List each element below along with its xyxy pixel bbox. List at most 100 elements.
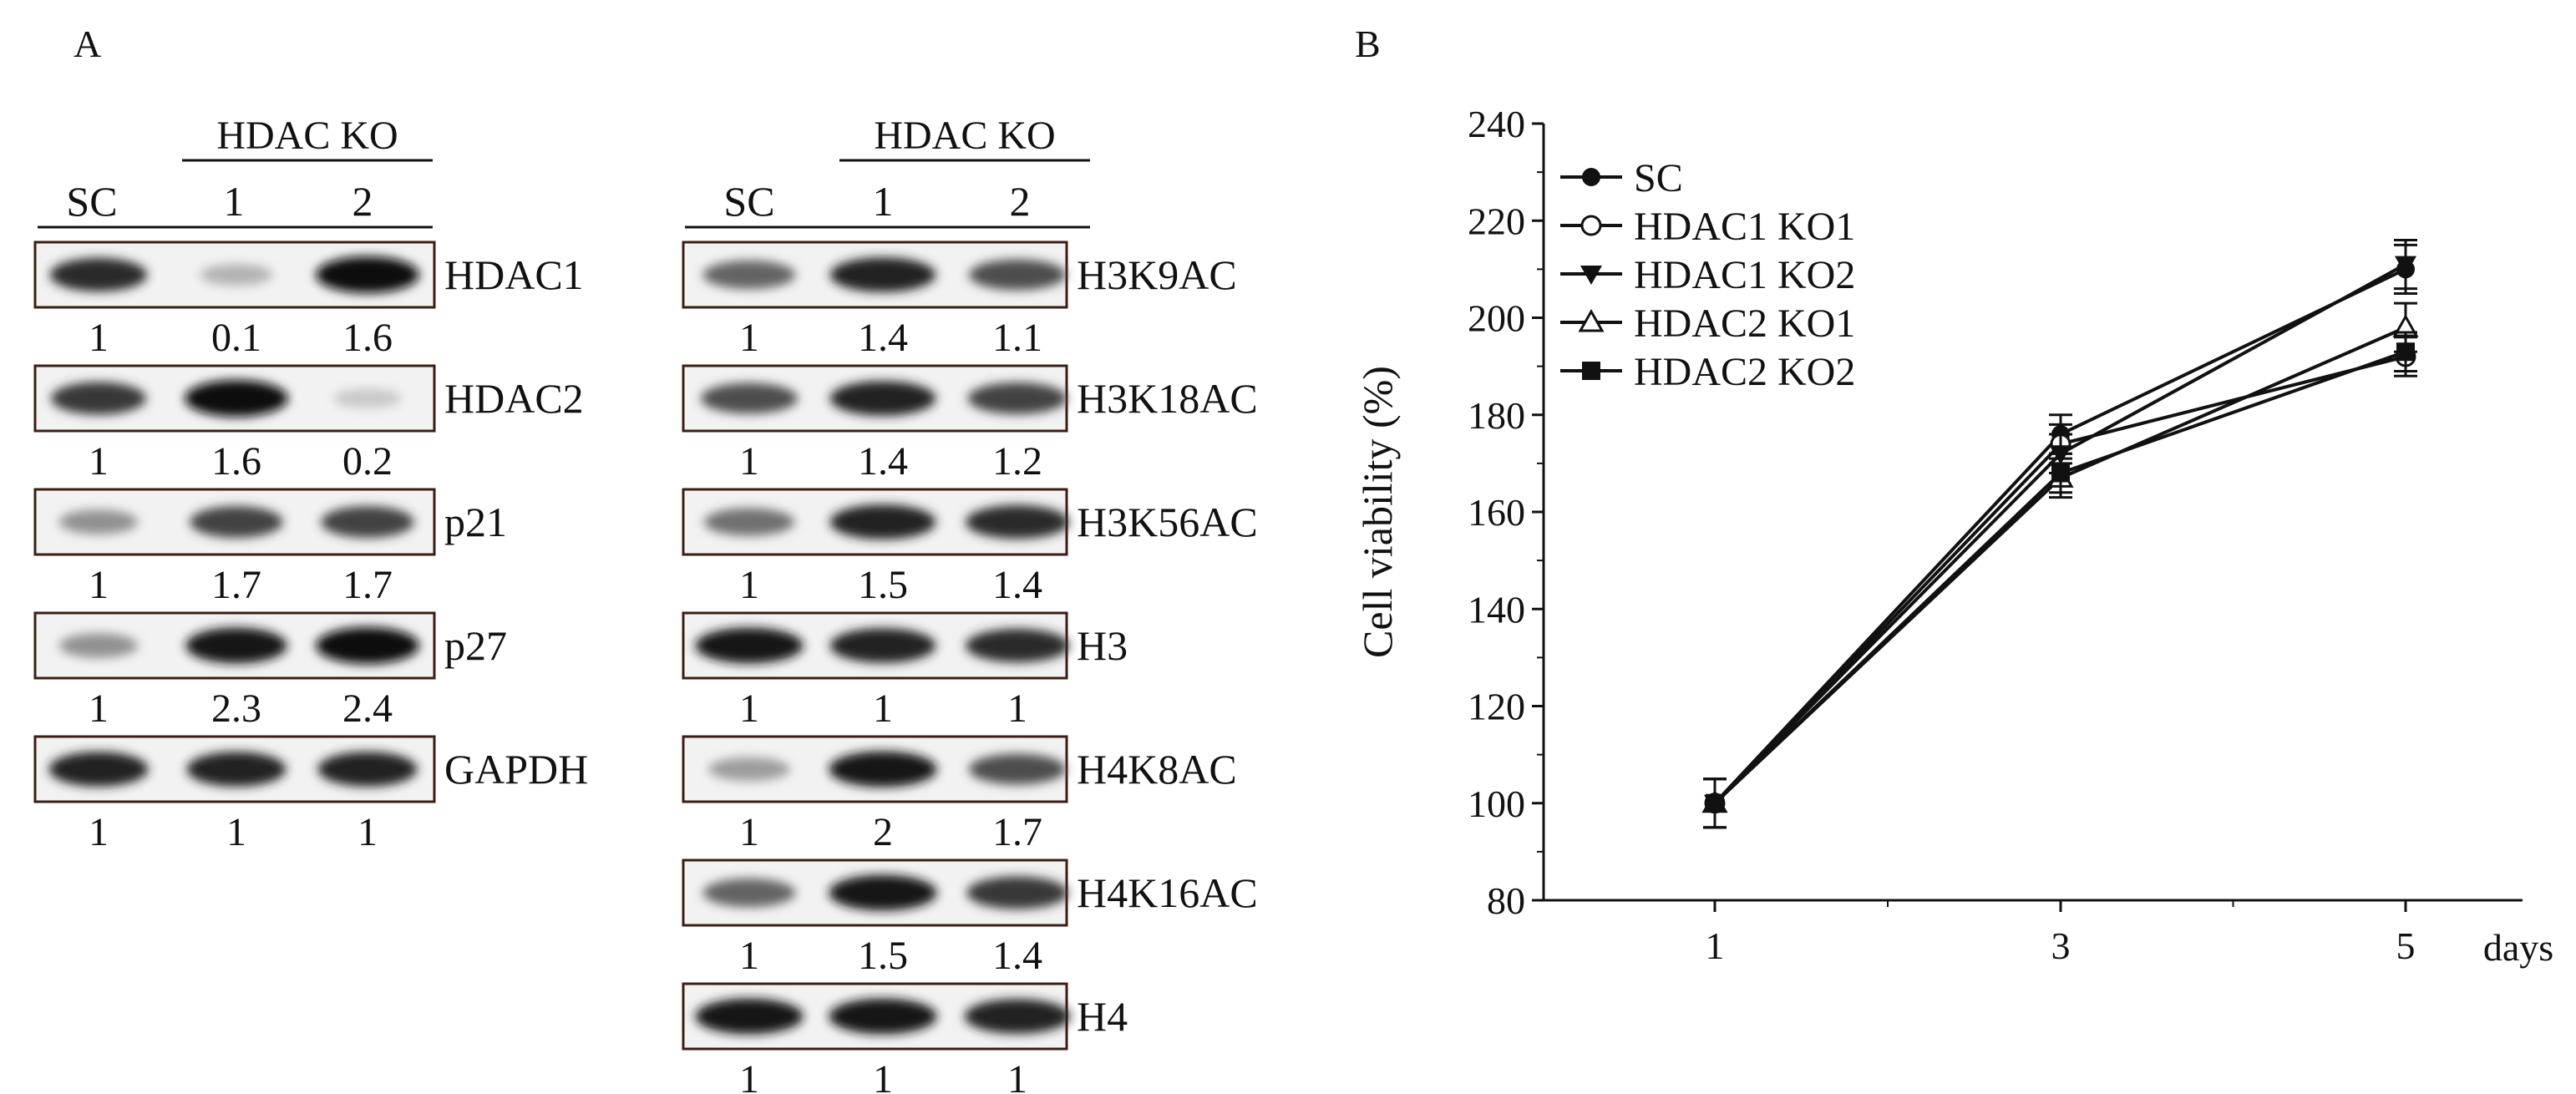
band-H3-lane-2	[829, 628, 936, 663]
y-tick-label-120: 120	[1468, 686, 1525, 728]
blot-label-GAPDH: GAPDH	[444, 746, 588, 793]
quant-H3K18AC-lane-2: 1.4	[858, 439, 908, 484]
x-axis-label: days	[2483, 926, 2553, 969]
quant-HDAC2-lane-2: 1.6	[211, 439, 261, 484]
panel-a-label: A	[74, 23, 101, 65]
band-H3K9AC-lane-2	[829, 257, 936, 292]
quant-GAPDH-lane-2: 1	[226, 810, 246, 854]
band-HDAC1-lane-3	[316, 256, 419, 293]
series-hdac1-ko1	[1703, 336, 2417, 829]
quant-H4-lane-1: 1	[739, 1057, 759, 1094]
quant-p21-lane-2: 1.7	[211, 563, 261, 607]
band-H3K18AC-lane-3	[967, 382, 1067, 414]
quant-p21-lane-3: 1.7	[342, 563, 393, 607]
data-point	[2051, 463, 2070, 483]
quant-H3K9AC-lane-3: 1.1	[992, 316, 1042, 360]
right-lane-2: 2	[1010, 178, 1031, 225]
band-H4-lane-3	[964, 999, 1071, 1034]
band-H4-lane-2	[829, 998, 937, 1035]
right-lane-1: 1	[873, 178, 894, 225]
quant-p21-lane-1: 1	[89, 563, 109, 607]
band-H4K16AC-lane-3	[966, 876, 1068, 909]
band-H3K9AC-lane-1	[702, 260, 796, 290]
legend-marker	[1578, 308, 1605, 332]
quant-H4K16AC-lane-1: 1	[739, 934, 759, 978]
quant-H4K8AC-lane-2: 2	[873, 810, 893, 854]
data-point	[2395, 256, 2416, 276]
band-H4K8AC-lane-3	[968, 753, 1067, 785]
quant-GAPDH-lane-3: 1	[357, 810, 378, 854]
x-tick-label-1: 1	[1706, 924, 1725, 967]
quant-p27-lane-1: 1	[89, 686, 109, 731]
right-group-label: HDAC KO	[874, 114, 1055, 158]
quant-HDAC2-lane-1: 1	[89, 439, 109, 484]
series-hdac2-ko2	[1703, 331, 2417, 829]
quant-HDAC1-lane-3: 1.6	[342, 316, 393, 360]
right-lane-sc: SC	[723, 178, 774, 225]
quant-H4K8AC-lane-3: 1.7	[992, 810, 1042, 854]
legend-marker	[1580, 215, 1602, 236]
blot-label-H3K56AC: H3K56AC	[1077, 499, 1258, 545]
quant-H4K16AC-lane-2: 1.5	[858, 934, 908, 978]
band-H3K56AC-lane-1	[703, 508, 795, 536]
left-lane-1: 1	[224, 178, 245, 225]
blot-label-HDAC2: HDAC2	[444, 375, 584, 422]
band-H4K16AC-lane-2	[829, 874, 937, 911]
band-p21-lane-1	[58, 509, 139, 534]
quant-HDAC1-lane-1: 1	[89, 316, 109, 360]
band-H3K9AC-lane-3	[968, 259, 1067, 291]
blot-label-H3: H3	[1077, 622, 1128, 669]
quant-H3-lane-1: 1	[739, 686, 759, 731]
blot-label-p27: p27	[444, 622, 507, 669]
x-tick-label-5: 5	[2396, 924, 2416, 967]
blot-label-H4K16AC: H4K16AC	[1077, 869, 1258, 916]
blot-label-H4K8AC: H4K8AC	[1077, 746, 1237, 793]
band-H3K18AC-lane-1	[700, 382, 799, 414]
legend-label: HDAC1 KO1	[1634, 205, 1855, 249]
quant-p27-lane-3: 2.4	[342, 686, 393, 731]
left-lane-sc: SC	[66, 178, 117, 225]
legend-marker	[1582, 168, 1600, 186]
data-point	[1706, 793, 1724, 813]
y-tick-label-200: 200	[1468, 297, 1525, 340]
y-tick-label-220: 220	[1468, 200, 1525, 242]
band-H4-lane-1	[695, 998, 804, 1035]
quant-H4-lane-2: 1	[873, 1057, 893, 1094]
x-tick-label-3: 3	[2051, 924, 2071, 967]
quant-H4K16AC-lane-3: 1.4	[992, 934, 1042, 978]
blot-label-p21: p21	[444, 499, 507, 545]
y-tick-label-140: 140	[1468, 588, 1525, 631]
band-p27-lane-1	[58, 633, 139, 658]
quant-H3-lane-2: 1	[873, 686, 893, 731]
legend-marker	[1580, 266, 1602, 285]
series-line	[1713, 326, 2406, 805]
legend-marker	[1582, 362, 1600, 380]
quant-H4K8AC-lane-1: 1	[739, 810, 759, 854]
band-HDAC2-lane-3	[333, 388, 402, 408]
y-tick-label-240: 240	[1468, 103, 1525, 145]
blot-label-H3K9AC: H3K9AC	[1077, 251, 1237, 298]
quant-p27-lane-2: 2.3	[211, 686, 261, 731]
band-H3-lane-1	[695, 627, 804, 664]
y-axis-label: Cell viability (%)	[1354, 366, 1401, 658]
legend-label: HDAC1 KO2	[1634, 253, 1855, 297]
band-p27-lane-3	[316, 627, 419, 664]
panel-b-label: B	[1355, 23, 1381, 65]
band-H4K8AC-lane-1	[708, 757, 790, 782]
data-point	[2396, 342, 2415, 362]
band-H4K8AC-lane-2	[829, 751, 937, 788]
band-H3K56AC-lane-2	[829, 504, 936, 539]
y-tick-label-180: 180	[1468, 394, 1525, 437]
band-HDAC2-lane-1	[50, 382, 147, 415]
y-tick-label-100: 100	[1468, 783, 1525, 825]
left-group-label: HDAC KO	[216, 114, 398, 158]
legend-label: SC	[1634, 156, 1683, 200]
quant-H3K56AC-lane-3: 1.4	[992, 563, 1042, 607]
band-p27-lane-2	[185, 627, 287, 664]
band-H3-lane-3	[965, 628, 1070, 663]
y-tick-label-160: 160	[1468, 491, 1525, 534]
band-p21-lane-2	[190, 506, 283, 538]
